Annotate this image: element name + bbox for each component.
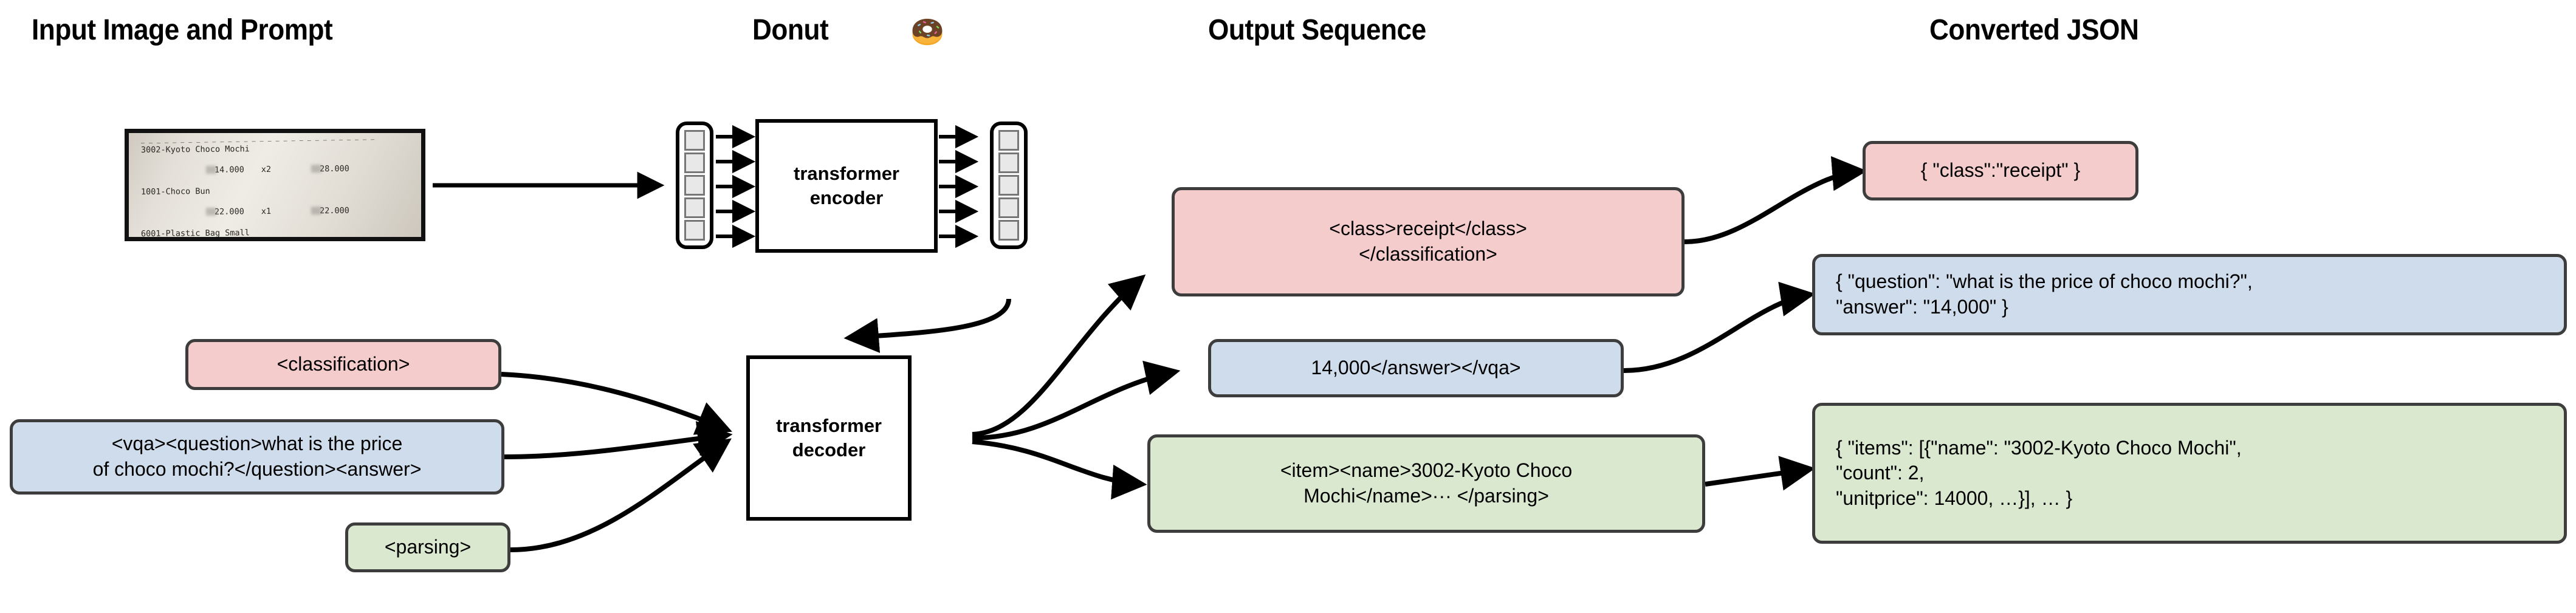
transformer-decoder-block: transformer decoder <box>746 355 912 521</box>
output-box-classification[interactable]: <class>receipt</class> </classification> <box>1172 187 1685 296</box>
json-box-classification[interactable]: { "class":"receipt" } <box>1863 141 2138 200</box>
token-cell <box>998 197 1019 219</box>
arrow-vqa-output-to-json <box>1623 281 1816 373</box>
arrow-class-output-to-json <box>1684 156 1867 244</box>
receipt-item-name: 6001-Plastic Bag Small <box>140 228 250 239</box>
output-box-vqa[interactable]: 14,000</answer></vqa> <box>1208 339 1624 397</box>
receipt-unitprice: 22.000 <box>214 207 244 217</box>
arrow-vqa-prompt-to-decoder <box>504 421 733 459</box>
receipt-item-amounts: 22.000 x1 22.000 <box>141 195 413 229</box>
arrow-decoder-to-vqa-output <box>972 360 1181 440</box>
input-receipt-image: — — — — — — — — — — — — — — — — — — — — … <box>125 129 425 241</box>
token-cell <box>684 220 705 241</box>
receipt-count: x1 <box>261 207 272 217</box>
output-box-parsing[interactable]: <item><name>3002-Kyoto Choco Mochi</name… <box>1147 434 1705 533</box>
token-cell <box>684 129 705 151</box>
transformer-decoder-label: transformer decoder <box>776 415 882 461</box>
token-cell <box>998 129 1019 151</box>
arrow-decoder-to-class-output <box>972 274 1146 437</box>
arrow-parsing-output-to-json <box>1705 456 1816 491</box>
json-box-vqa[interactable]: { "question": "what is the price of choc… <box>1812 254 2567 335</box>
json-box-parsing[interactable]: { "items": [{"name": "3002-Kyoto Choco M… <box>1812 403 2567 544</box>
arrow-classification-prompt-to-decoder <box>501 372 732 435</box>
prompt-box-classification[interactable]: <classification> <box>185 339 501 390</box>
arrow-encoder-to-decoder <box>843 298 1011 353</box>
receipt-unitprice: 14.000 <box>214 165 244 176</box>
receipt-item-amounts: 14.000 x2 28.000 <box>141 153 413 187</box>
header-converted-json: Converted JSON <box>1929 14 2139 46</box>
transformer-encoder-label: transformer encoder <box>794 163 899 208</box>
receipt-total: 28.000 <box>319 164 349 174</box>
prompt-box-vqa[interactable]: <vqa><question>what is the price of choc… <box>10 419 504 495</box>
receipt-redaction-blob <box>205 208 217 216</box>
header-input-image-and-prompt: Input Image and Prompt <box>32 14 333 46</box>
prompt-box-parsing[interactable]: <parsing> <box>345 522 510 572</box>
arrow-decoder-to-parsing-output <box>972 439 1147 500</box>
token-cell <box>684 152 705 173</box>
token-cell <box>998 220 1019 241</box>
receipt-count: x2 <box>261 165 272 175</box>
header-output-sequence: Output Sequence <box>1208 14 1426 46</box>
receipt-redaction-blob <box>311 207 322 215</box>
token-cell <box>998 174 1019 196</box>
encoder-input-token-stack <box>676 122 713 249</box>
arrow-parsing-prompt-to-decoder <box>510 438 732 552</box>
donut-emoji-icon <box>910 12 945 47</box>
receipt-redaction-blob <box>205 166 217 174</box>
receipt-redaction-blob <box>311 165 322 173</box>
token-cell <box>684 197 705 219</box>
token-cell <box>684 174 705 196</box>
transformer-encoder-block: transformer encoder <box>755 119 938 253</box>
receipt-item-amounts: 0x10 <box>141 237 413 241</box>
receipt-total: 22.000 <box>319 206 349 216</box>
token-cell <box>998 152 1019 173</box>
header-donut: Donut <box>752 14 829 46</box>
encoder-output-token-stack <box>990 122 1028 249</box>
